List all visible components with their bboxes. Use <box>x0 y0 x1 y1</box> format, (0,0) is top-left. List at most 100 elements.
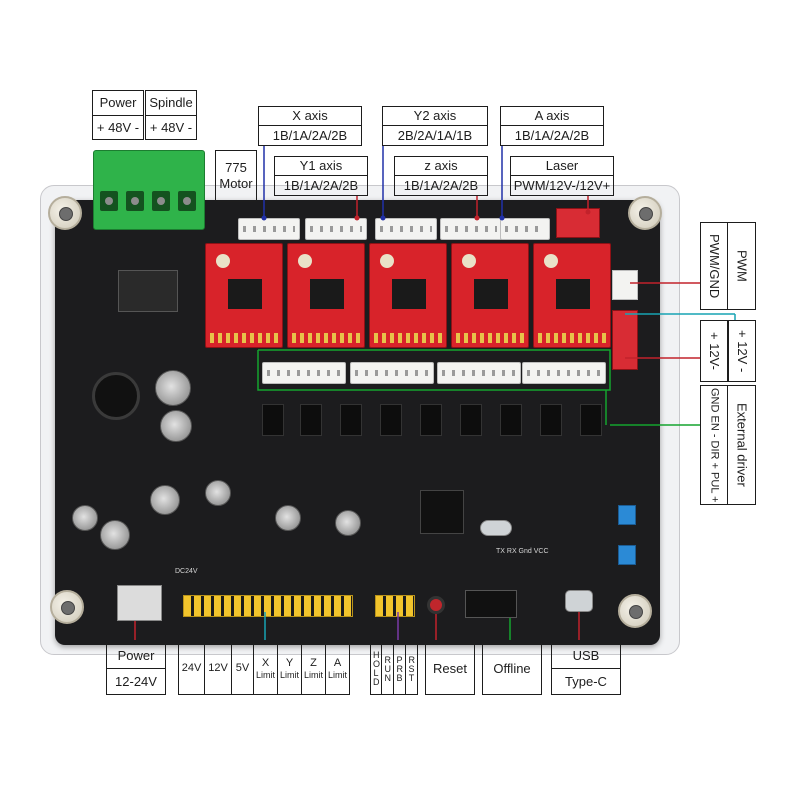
mosfet <box>580 404 602 436</box>
y2-axis-label: Y2 axis 2B/2A/1A/1B <box>382 106 488 146</box>
capacitor <box>155 370 191 406</box>
capacitor <box>205 480 231 506</box>
z-limit-axis: Z <box>310 657 317 669</box>
capacitor <box>150 485 180 515</box>
microcontroller-chip <box>420 490 464 534</box>
external-driver-title: External driver <box>734 403 750 487</box>
control-pin-header <box>375 595 415 617</box>
standoff-bottom-right <box>618 594 652 628</box>
capacitor <box>275 505 301 531</box>
a-limit-axis: A <box>333 657 342 669</box>
z-axis-label: z axis 1B/1A/2A/2B <box>394 156 488 196</box>
usb-label: USB Type-C <box>551 643 621 695</box>
capacitor <box>72 505 98 531</box>
external-driver-header <box>350 362 434 384</box>
capacitor <box>335 510 361 536</box>
x-limit-sub: Limit <box>256 670 276 681</box>
a-limit-sub: Limit <box>328 670 348 681</box>
y1-axis-label: Y1 axis 1B/1A/2A/2B <box>274 156 368 196</box>
standoff-top-left <box>48 196 82 230</box>
power-48v-title: Power <box>99 95 137 111</box>
usb-value: Type-C <box>565 673 607 689</box>
voltage-regulator <box>118 270 178 312</box>
voltage-24v: 24V <box>181 662 202 675</box>
power-12-24v-title: Power <box>117 648 155 664</box>
spindle-value: + 48V - <box>149 119 193 135</box>
power-48v-value: + 48V - <box>96 119 140 135</box>
usb-title: USB <box>572 648 600 664</box>
power-terminal-block <box>93 150 205 230</box>
z-limit-sub: Limit <box>304 670 324 681</box>
reset-text: Reset <box>433 661 467 677</box>
mosfet <box>420 404 442 436</box>
dip-switch <box>618 545 636 565</box>
mosfet <box>460 404 482 436</box>
x-axis-connector <box>238 218 300 240</box>
usb-c-port <box>565 590 593 612</box>
mosfet <box>262 404 284 436</box>
standoff-bottom-left <box>50 590 84 624</box>
laser-connector <box>556 208 600 238</box>
pwm-value: PWM/GND <box>706 233 722 299</box>
limit-pin-header <box>183 595 353 617</box>
run-pin-label: RUN <box>384 654 392 683</box>
x-axis-title: X axis <box>292 108 328 124</box>
mosfet <box>300 404 322 436</box>
stepper-driver <box>287 243 365 348</box>
mosfet <box>500 404 522 436</box>
motor-775-line1: 775 <box>225 160 247 176</box>
stepper-driver <box>533 243 611 348</box>
capacitor <box>160 410 192 442</box>
reset-button <box>427 596 445 614</box>
spindle-label: Spindle + 48V - <box>145 90 197 140</box>
laser-title: Laser <box>545 158 579 174</box>
control-pins-label: HOLD RUN PRB RST <box>370 643 420 695</box>
mosfet <box>380 404 402 436</box>
a-axis-value: 1B/1A/2A/2B <box>514 127 590 143</box>
uart-silkscreen: TX RX Gnd VCC <box>496 548 549 555</box>
x-limit-axis: X <box>261 657 270 669</box>
hold-pin-label: HOLD <box>373 650 381 687</box>
y2-axis-value: 2B/2A/1A/1B <box>397 127 473 143</box>
motor-775-label: 775 Motor <box>215 150 257 202</box>
stepper-driver <box>369 243 447 348</box>
laser-label: Laser PWM/12V-/12V+ <box>510 156 614 196</box>
stepper-driver <box>451 243 529 348</box>
x-axis-label: X axis 1B/1A/2A/2B <box>258 106 362 146</box>
y1-axis-value: 1B/1A/2A/2B <box>283 177 359 193</box>
offline-label: Offline <box>482 643 542 695</box>
voltage-12v: 12V <box>208 662 228 675</box>
a-axis-connector <box>500 218 550 240</box>
reset-label: Reset <box>425 643 475 695</box>
12v-minus-label: + 12V- <box>700 320 728 382</box>
limit-switch-label: 24V 12V 5V X Limit Y Limit Z Limit A Lim… <box>178 643 350 695</box>
a-axis-label: A axis 1B/1A/2A/2B <box>500 106 604 146</box>
external-driver-header <box>522 362 606 384</box>
y2-axis-title: Y2 axis <box>413 108 457 124</box>
standoff-top-right <box>628 196 662 230</box>
y-limit-sub: Limit <box>280 670 300 681</box>
x-axis-value: 1B/1A/2A/2B <box>272 127 348 143</box>
external-driver-value: GND EN - DIR + PUL + <box>708 387 721 503</box>
prb-pin-label: PRB <box>396 654 404 683</box>
y1-axis-title: Y1 axis <box>299 158 343 174</box>
12v-plus-label: + 12V - <box>728 320 756 382</box>
capacitor <box>100 520 130 550</box>
z-axis-title: z axis <box>424 158 458 174</box>
laser-value: PWM/12V-/12V+ <box>513 177 611 193</box>
spindle-title: Spindle <box>149 95 193 111</box>
inductor <box>92 372 140 420</box>
pwm-title: PWM <box>734 250 750 282</box>
offline-header <box>465 590 517 618</box>
external-driver-label: GND EN - DIR + PUL + External driver <box>700 385 756 505</box>
crystal <box>480 520 512 536</box>
dc-power-jack <box>117 585 162 621</box>
12v-plus-text: + 12V - <box>734 329 750 373</box>
motor-775-line2: Motor <box>219 176 253 191</box>
offline-text: Offline <box>493 661 531 677</box>
mosfet <box>540 404 562 436</box>
a-axis-title: A axis <box>534 108 570 124</box>
y1-axis-connector <box>305 218 367 240</box>
